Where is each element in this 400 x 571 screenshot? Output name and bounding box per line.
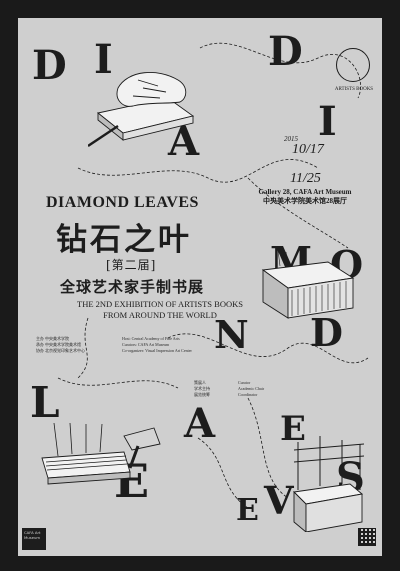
subtitle-english: THE 2ND EXHIBITION OF ARTISTS BOOKS FROM… <box>62 299 258 321</box>
credits-left: 主办 中央美术学院 承办 中央美术学院美术馆 协办 北京视觉印象艺术中心 <box>36 336 116 354</box>
letter-d-top: D <box>32 42 67 89</box>
credit-academic-en: Academic Chair <box>238 386 265 391</box>
letter-d-right: D <box>268 28 303 75</box>
gallery-info: Gallery 28, CAFA Art Museum 中央美术学院美术馆28展… <box>240 188 370 206</box>
letter-e-mid: E <box>280 409 306 449</box>
subtitle-english-line1: THE 2ND EXHIBITION OF ARTISTS BOOKS <box>77 299 243 309</box>
book-press-illustration <box>293 436 365 532</box>
qr-code <box>358 528 376 546</box>
subtitle-chinese: 全球艺术家手制书展 <box>60 278 205 296</box>
year: 2015 <box>284 135 298 143</box>
credit-organizer-en: Curators: CAFA Art Museum <box>122 342 170 347</box>
letter-i-right: I <box>318 98 337 145</box>
start-date: 10/17 <box>292 142 324 157</box>
sewn-book-illustration <box>261 250 355 319</box>
credit-host-en: Host: Central Academy of Fine Arts <box>122 336 180 341</box>
hand-press-illustration <box>88 72 195 147</box>
title-english: DIAMOND LEAVES <box>46 194 199 211</box>
letter-d-mid: D <box>310 310 343 355</box>
title-chinese: 钻石之叶 <box>56 222 192 258</box>
letter-l: L <box>30 378 60 427</box>
edition-label: [第二届] <box>106 258 157 272</box>
credit-academic-cn: 学术主持 <box>194 386 210 391</box>
gallery-en: Gallery 28, CAFA Art Museum <box>258 188 352 196</box>
letter-i-top: I <box>94 36 113 83</box>
gallery-cn: 中央美术学院美术馆28展厅 <box>263 197 347 205</box>
credit-curator-en: Curator <box>238 380 251 385</box>
credit-coorganizer-cn: 协办 北京视觉印象艺术中心 <box>36 348 85 353</box>
credits-right: Host: Central Academy of Fine Arts Curat… <box>122 336 222 354</box>
letter-v: V <box>264 478 294 523</box>
stamp-text: ARTISTS BOOKS <box>334 87 374 92</box>
credit-coordinator-cn: 展览统筹 <box>194 392 210 397</box>
letter-n: N <box>214 312 249 357</box>
hammer-book-illustration <box>41 422 161 485</box>
poster: D I A D I M O N D L E A E V E S <box>18 18 382 556</box>
end-date: 11/25 <box>290 171 321 186</box>
credit-host-cn: 主办 中央美术学院 <box>36 336 69 341</box>
subtitle-english-line2: FROM AROUND THE WORLD <box>103 310 217 320</box>
museum-logo: CAFA Art Museum <box>22 528 46 550</box>
credits-mid-en: Curator Academic Chair Coordinator <box>238 380 288 398</box>
credit-coordinator-en: Coordinator <box>238 392 258 397</box>
credit-curator-cn: 策展人 <box>194 380 206 385</box>
credit-coorganizer-en: Co-organizer: Visual Impression Art Cent… <box>122 348 192 353</box>
credits-mid: 策展人 学术主持 展览统筹 <box>194 380 244 398</box>
letter-e-right: E <box>236 493 259 528</box>
circular-stamp <box>336 48 370 82</box>
letter-a-bottom: A <box>184 400 216 447</box>
credit-organizer-cn: 承办 中央美术学院美术馆 <box>36 342 81 347</box>
